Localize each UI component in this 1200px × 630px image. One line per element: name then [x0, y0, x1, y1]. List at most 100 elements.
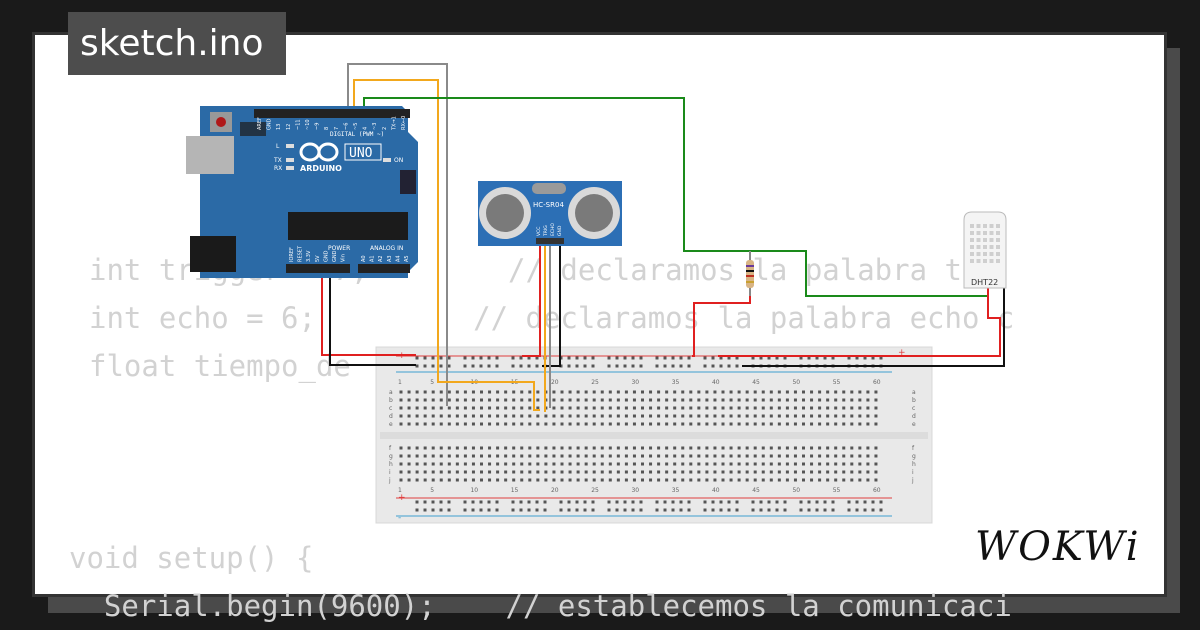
- arduino-analog-pin-label: A0: [361, 255, 367, 262]
- breadboard-holes: [399, 356, 883, 512]
- sensor-pin-label: ECHO: [550, 223, 556, 236]
- column-number-bottom: 40: [712, 487, 720, 494]
- wire-red-dht: [718, 288, 1001, 357]
- column-number-top: 30: [631, 379, 639, 386]
- dht-vent-grid: [970, 224, 1000, 263]
- column-number-bottom: 5: [430, 487, 434, 494]
- led-on-label: ON: [394, 157, 403, 164]
- arduino-analog-pin-label: A2: [378, 255, 384, 262]
- rail-minus-label-bottom: -: [398, 513, 401, 523]
- power-header-label: POWER: [328, 245, 350, 252]
- arduino-model-label: UNO: [349, 146, 373, 161]
- usb-port: [186, 136, 234, 174]
- column-number-top: 1: [398, 379, 402, 386]
- arduino-analog-pin-label: A3: [387, 255, 393, 262]
- arduino-top-pin-label: ~6: [343, 123, 349, 130]
- arduino-top-pin-label: TX→1: [391, 116, 397, 131]
- wire-red-sensor: [522, 244, 541, 357]
- arduino-top-pin-label: 4: [363, 127, 369, 130]
- led-l-label: L: [276, 143, 280, 150]
- row-letter: a: [912, 389, 916, 396]
- wire-green: [363, 97, 989, 297]
- row-letter: c: [389, 405, 392, 412]
- led-tx-label: TX: [273, 157, 282, 164]
- digital-header-label: DIGITAL (PWM ~): [330, 131, 384, 138]
- row-letter: d: [912, 413, 916, 420]
- analog-header-label: ANALOG IN: [370, 245, 403, 252]
- column-number-bottom: 10: [470, 487, 478, 494]
- column-number-bottom: 45: [752, 487, 760, 494]
- row-letter: j: [388, 477, 391, 484]
- reset-button: [216, 117, 226, 127]
- row-letter: b: [912, 397, 916, 404]
- arduino-analog-pin-label: A1: [370, 255, 376, 262]
- column-number-top: 60: [873, 379, 881, 386]
- sensor-pin-label: VCC: [536, 227, 542, 236]
- power-jack: [190, 236, 236, 272]
- arduino-analog-pin-label: A5: [404, 255, 410, 262]
- column-number-top: 20: [551, 379, 559, 386]
- sensor-pin-label: TRIG: [543, 225, 549, 237]
- arduino-brand-label: ARDUINO: [300, 164, 342, 173]
- column-number-top: 40: [712, 379, 720, 386]
- arduino-power-pin-label: 3.3V: [306, 250, 312, 262]
- row-letter: b: [389, 397, 393, 404]
- rail-plus-label-bottom: +: [398, 493, 406, 503]
- column-number-top: 55: [833, 379, 841, 386]
- row-letter: i: [389, 469, 391, 476]
- arduino-top-pin-label: ~3: [372, 123, 378, 130]
- arduino-power-pin-label: Vin: [341, 254, 347, 262]
- wire-orange: [353, 79, 540, 411]
- wires: [321, 63, 1005, 412]
- arduino-top-pin-label: 7: [334, 127, 340, 130]
- wokwi-logo: WOKWi: [975, 524, 1141, 570]
- code-line-2: int echo = 6; // declaramos la palabra e…: [89, 301, 1015, 335]
- column-number-top: 5: [430, 379, 434, 386]
- column-number-bottom: 50: [792, 487, 800, 494]
- arduino-top-pin-label: ~9: [315, 123, 321, 130]
- arduino-power-pin-label: GND: [332, 250, 338, 262]
- wire-black-sensor: [542, 244, 561, 367]
- row-letter: h: [389, 461, 393, 468]
- row-letter: j: [911, 477, 914, 484]
- row-letter: d: [389, 413, 393, 420]
- arduino-top-pin-label: AREF: [257, 117, 263, 130]
- sketch-title-tab: sketch.ino: [68, 12, 286, 75]
- arduino-power-pin-label: GND: [323, 250, 329, 262]
- column-number-bottom: 30: [631, 487, 639, 494]
- column-number-bottom: 25: [591, 487, 599, 494]
- sensor-pin-label: GND: [557, 225, 563, 236]
- dht-label: DHT22: [971, 278, 998, 287]
- arduino-analog-pin-label: A4: [395, 255, 401, 262]
- wire-red-resistor: [692, 295, 751, 357]
- wire-red-5v: [321, 262, 416, 356]
- analog-header: [358, 264, 410, 273]
- column-number-bottom: 35: [672, 487, 680, 494]
- arduino-power-pin-label: IOREF: [289, 247, 295, 262]
- wire-black-gnd: [329, 262, 416, 366]
- arduino-top-pin-label: 13: [276, 124, 282, 130]
- arduino-top-pin-label: RX←0: [401, 116, 407, 130]
- arduino-power-pin-label: 5V: [315, 255, 321, 262]
- row-letter: e: [912, 421, 916, 428]
- arduino-top-pin-label: ~5: [353, 123, 359, 130]
- power-header: [286, 264, 350, 273]
- column-number-bottom: 60: [873, 487, 881, 494]
- wire-black-dht: [742, 288, 1005, 367]
- row-letter: f: [389, 445, 392, 452]
- arduino-power-pin-label: RESET: [298, 245, 304, 262]
- crystal: [532, 183, 566, 194]
- row-letter: i: [912, 469, 914, 476]
- column-number-top: 35: [672, 379, 680, 386]
- arduino-top-pin-label: ~10: [305, 119, 311, 130]
- row-letter: f: [912, 445, 915, 452]
